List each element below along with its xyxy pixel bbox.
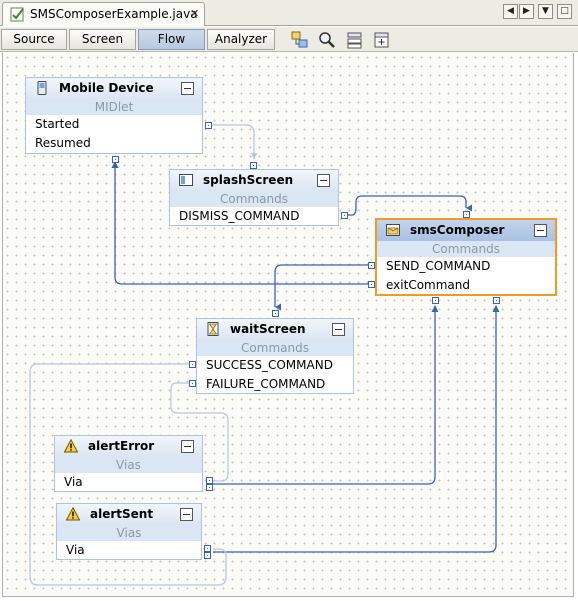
port-splash-input[interactable] [250, 162, 257, 169]
pin-exit-command[interactable]: exitCommand [386, 278, 470, 292]
wire-sent-composer [213, 305, 500, 553]
warning-icon [64, 439, 78, 453]
node-title: smsComposer [410, 223, 505, 237]
port-wait-input[interactable] [272, 310, 279, 317]
tab-list-icon[interactable]: ▼ [538, 4, 553, 19]
pin-dismiss-command[interactable]: DISMISS_COMMAND [179, 209, 300, 223]
collapse-icon[interactable] [181, 82, 194, 95]
node-mobile-device[interactable]: Mobile Device MIDlet Started Resumed [25, 77, 203, 154]
wire-started-splash [212, 124, 258, 159]
port-error-via[interactable] [206, 484, 213, 491]
node-alert-sent[interactable]: alertSent Vias Via [56, 503, 202, 560]
editor-tab[interactable]: SMSComposerExample.java ✕ [2, 2, 205, 26]
node-splash-screen[interactable]: splashScreen Commands DISMISS_COMMAND [169, 169, 339, 226]
port-failure[interactable] [189, 380, 196, 387]
node-title: Mobile Device [59, 81, 154, 95]
node-title: alertError [88, 439, 155, 453]
node-wait-screen[interactable]: waitScreen Commands SUCCESS_COMMAND FAIL… [196, 318, 354, 394]
node-title: splashScreen [203, 173, 294, 187]
collapse-all-icon[interactable] [346, 31, 364, 49]
port-error-input[interactable] [206, 477, 213, 484]
maximize-icon[interactable]: □ [557, 4, 572, 19]
wire-error-composer [213, 305, 439, 485]
pin-via[interactable]: Via [64, 475, 83, 489]
pin-resumed[interactable]: Resumed [35, 136, 91, 150]
node-header: Mobile Device [26, 78, 202, 99]
scroll-left-icon[interactable]: ◀ [503, 4, 518, 19]
node-header: alertError [55, 436, 202, 457]
pin-failure-command[interactable]: FAILURE_COMMAND [206, 377, 326, 391]
wire-success-sent [29, 363, 227, 586]
mobile-device-icon [37, 81, 47, 95]
node-header: smsComposer [377, 220, 555, 241]
port-sent-input[interactable] [204, 545, 211, 552]
wire-failure-error [170, 382, 229, 482]
pin-via[interactable]: Via [66, 543, 85, 557]
pin-success-command[interactable]: SUCCESS_COMMAND [206, 358, 333, 372]
scroll-right-icon[interactable]: ▶ [519, 4, 534, 19]
splash-screen-icon [179, 174, 193, 186]
node-alert-error[interactable]: alertError Vias Via [54, 435, 203, 492]
zoom-icon[interactable] [318, 31, 336, 49]
port-dismiss[interactable] [341, 212, 348, 219]
sms-composer-icon [386, 224, 400, 236]
wire-dismiss-composer [347, 195, 472, 216]
node-title: waitScreen [230, 322, 306, 336]
node-subtitle: Vias [55, 457, 202, 473]
node-header: waitScreen [197, 319, 353, 340]
collapse-icon[interactable] [180, 508, 193, 521]
java-file-icon [10, 7, 24, 22]
node-subtitle: Commands [197, 340, 353, 356]
editor-tab-bar: SMSComposerExample.java ✕ ◀ ▶ ▼ □ [0, 0, 578, 26]
collapse-icon[interactable] [332, 323, 345, 336]
node-header: alertSent [57, 504, 201, 525]
layout-icon[interactable] [291, 31, 309, 49]
collapse-icon[interactable] [181, 440, 194, 453]
wire-exit-mobile [111, 161, 371, 285]
node-subtitle: MIDlet [26, 99, 202, 115]
port-composer-input[interactable] [463, 211, 470, 218]
port-send[interactable] [368, 262, 375, 269]
hourglass-icon [207, 322, 219, 336]
node-subtitle: Commands [377, 241, 555, 257]
tab-analyzer[interactable]: Analyzer [207, 29, 275, 50]
editor-tab-title: SMSComposerExample.java [30, 7, 198, 21]
collapse-icon[interactable] [534, 224, 547, 237]
tab-screen[interactable]: Screen [69, 29, 136, 50]
port-composer-bottom-1[interactable] [432, 297, 439, 304]
pin-send-command[interactable]: SEND_COMMAND [386, 259, 491, 273]
tab-flow[interactable]: Flow [138, 29, 205, 50]
tab-source[interactable]: Source [1, 29, 67, 50]
wire-send-wait [274, 264, 371, 311]
view-toolbar: Source Screen Flow Analyzer [0, 27, 578, 52]
node-sms-composer[interactable]: smsComposer Commands SEND_COMMAND exitCo… [375, 218, 557, 296]
node-subtitle: Vias [57, 525, 201, 541]
port-success[interactable] [189, 361, 196, 368]
node-header: splashScreen [170, 170, 338, 191]
port-sent-via[interactable] [204, 552, 211, 559]
warning-icon [66, 507, 80, 521]
port-mobile-input[interactable] [112, 156, 119, 163]
node-title: alertSent [90, 507, 154, 521]
node-subtitle: Commands [170, 191, 338, 207]
expand-all-icon[interactable] [373, 31, 391, 49]
close-icon[interactable]: ✕ [190, 7, 200, 20]
pin-started[interactable]: Started [35, 117, 80, 131]
port-exit[interactable] [368, 281, 375, 288]
port-composer-bottom-2[interactable] [493, 297, 500, 304]
collapse-icon[interactable] [317, 174, 330, 187]
port-started[interactable] [205, 122, 212, 129]
